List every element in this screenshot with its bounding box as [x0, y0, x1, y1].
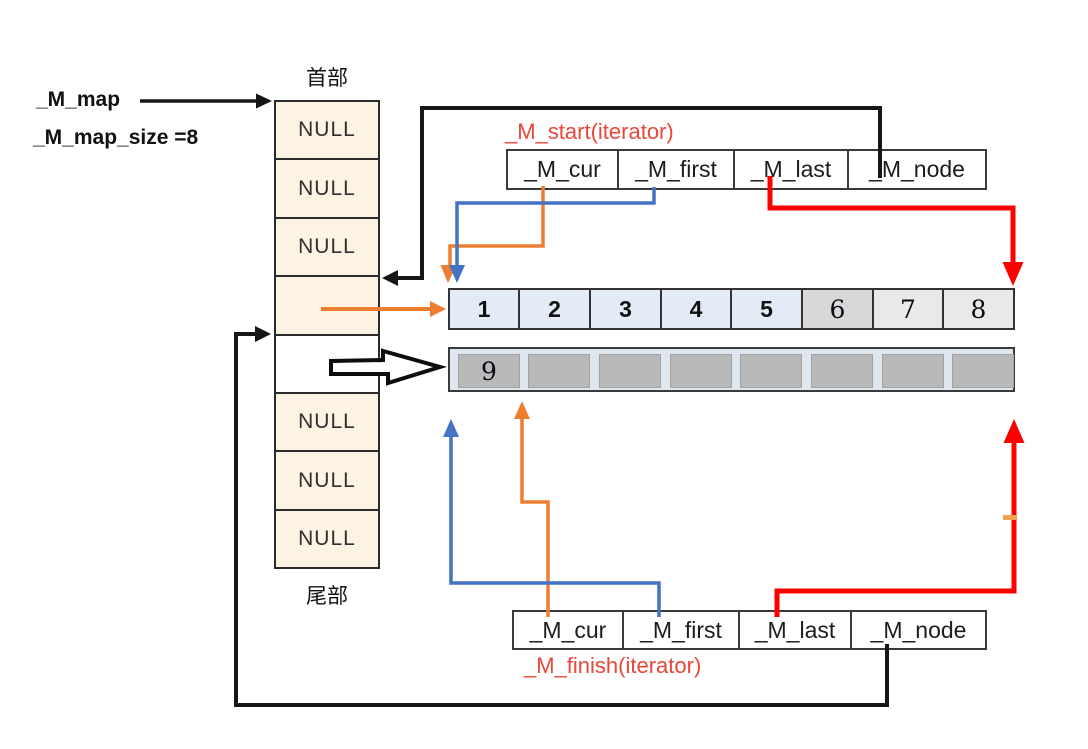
buffer1-cell: 7: [872, 288, 944, 330]
buffer2-cell: [811, 354, 873, 388]
buffer2-frame: 9: [448, 347, 1015, 392]
finish-mcur-arrow: [514, 401, 550, 617]
start-mcur-arrow: [440, 186, 545, 283]
buffer1-cell: 8: [942, 288, 1015, 330]
map-cell: NULL: [274, 392, 380, 452]
buffer2-cell: [528, 354, 590, 388]
buffer2-cell: [670, 354, 732, 388]
map-cell: NULL: [274, 158, 380, 219]
finish-mfirst-arrow: [443, 419, 661, 617]
map-cell: NULL: [274, 509, 380, 569]
buffer1-cell: 2: [518, 288, 591, 330]
map-cell: [274, 275, 380, 336]
start-mfirst-arrow: [449, 187, 656, 283]
start-iterator-field-cur: _M_cur: [506, 149, 619, 190]
start-mlast-arrow: [767, 176, 1024, 286]
m-map-size-label: _M_map_size =8: [33, 126, 199, 149]
m-map-label: _M_map: [36, 88, 121, 111]
orange-dash-artifact: [1003, 515, 1017, 520]
buffer2-cell: [882, 354, 944, 388]
buffer1-cell: 5: [730, 288, 803, 330]
buffer1-cell: 6: [801, 288, 874, 330]
finish-iterator-label: _M_finish(iterator): [524, 653, 702, 678]
map-cell: NULL: [274, 100, 380, 160]
finish-iterator-field-first: _M_first: [622, 610, 740, 650]
buffer2-cell: [952, 354, 1014, 388]
map-cell: [274, 334, 380, 394]
start-iterator-label: _M_start(iterator): [505, 119, 674, 144]
map-header-label: 首部: [306, 67, 348, 90]
buffer1-cell: 1: [448, 288, 520, 330]
start-iterator-field-node: _M_node: [847, 149, 987, 190]
map-footer-label: 尾部: [306, 585, 348, 608]
finish-mlast-arrow: [774, 419, 1025, 617]
finish-iterator-field-cur: _M_cur: [512, 610, 624, 650]
buffer1-cell: 3: [589, 288, 662, 330]
buffer2-cell: 9: [458, 354, 520, 388]
map-cell: NULL: [274, 450, 380, 511]
start-iterator-field-last: _M_last: [733, 149, 849, 190]
buffer1-cell: 4: [660, 288, 732, 330]
buffer2-cell: [599, 354, 661, 388]
finish-iterator-field-node: _M_node: [850, 610, 987, 650]
m-map-pointer-arrow: [140, 93, 272, 109]
start-iterator-field-first: _M_first: [617, 149, 735, 190]
finish-iterator-field-last: _M_last: [738, 610, 852, 650]
buffer2-cell: [740, 354, 802, 388]
map-cell: NULL: [274, 217, 380, 277]
